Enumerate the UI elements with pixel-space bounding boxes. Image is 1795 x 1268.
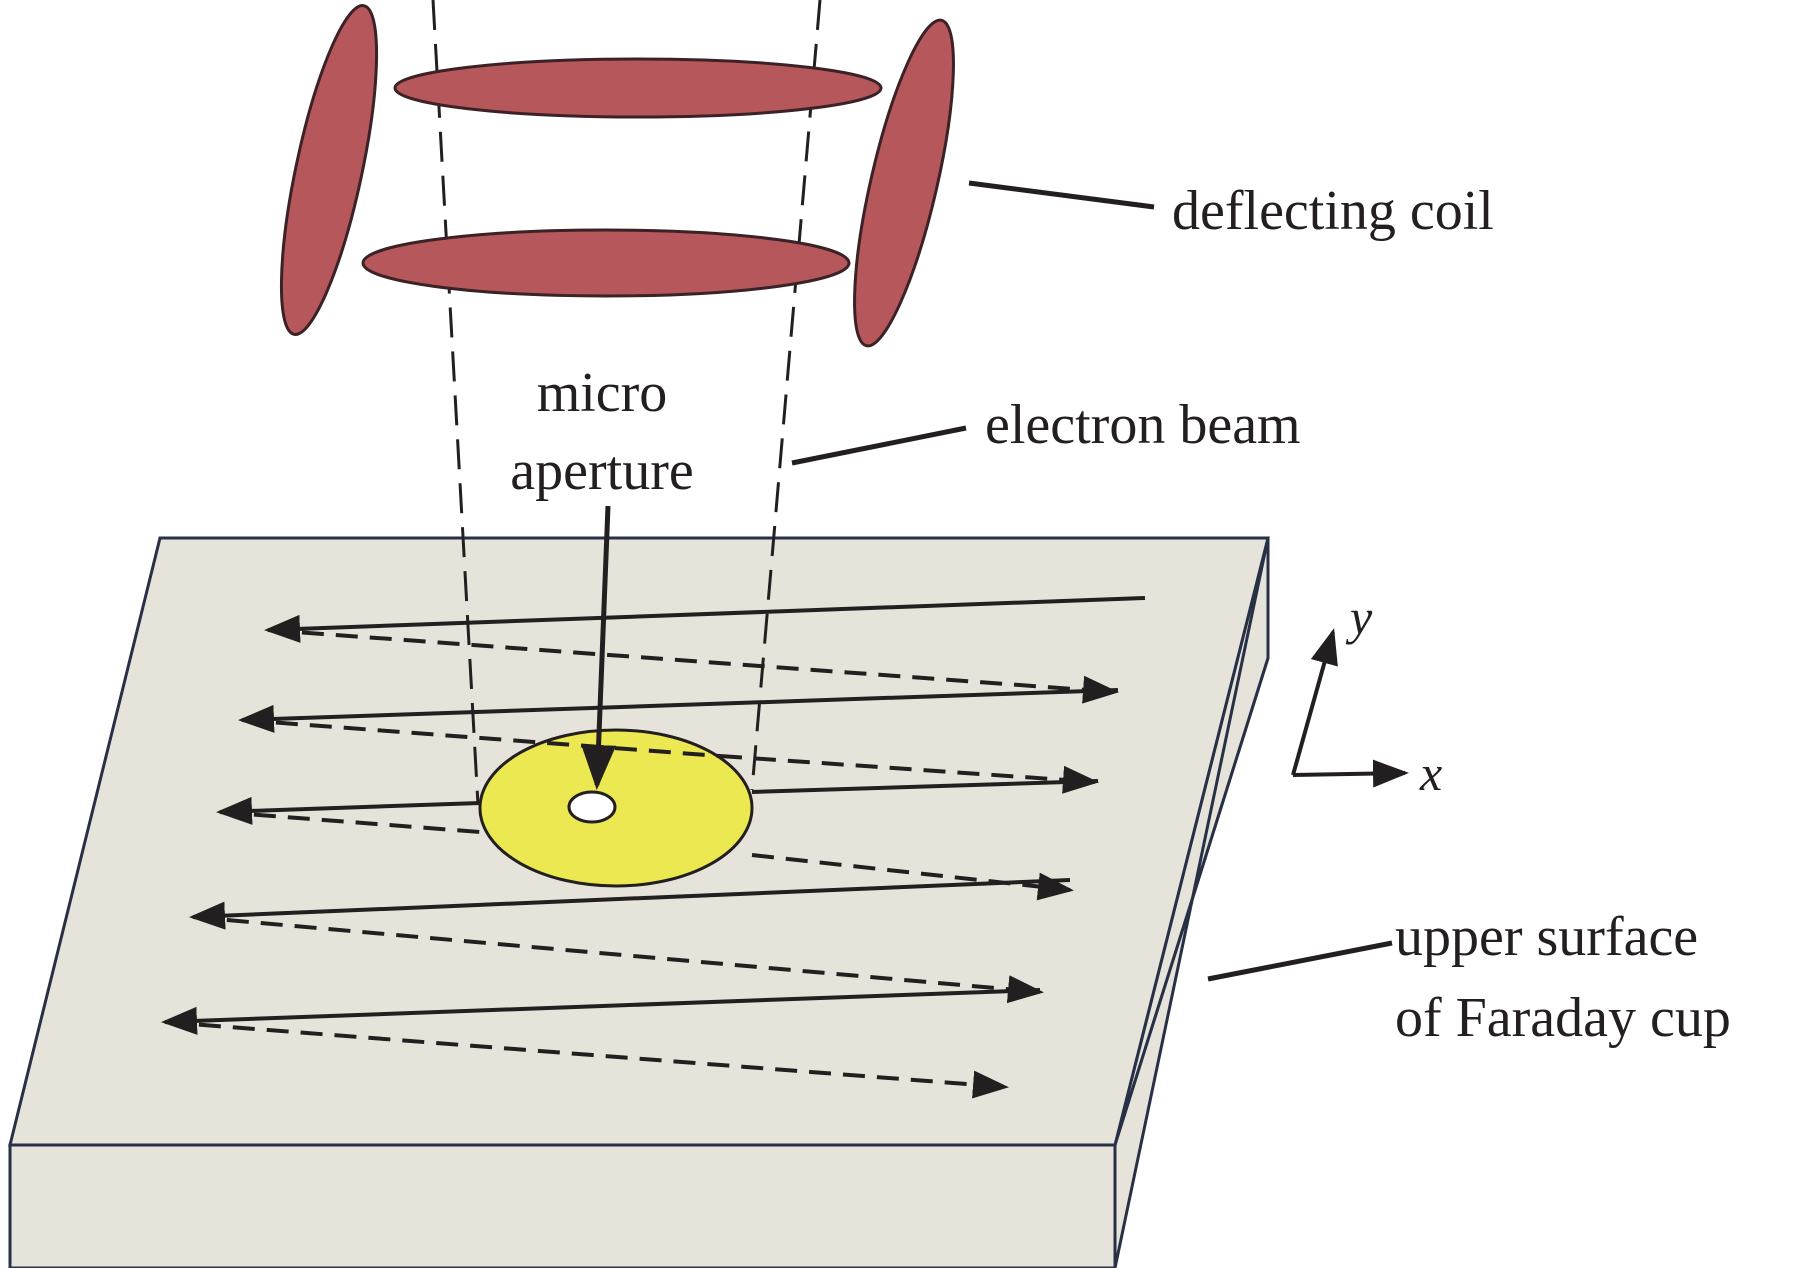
micro-aperture-hole (567, 790, 617, 824)
scan-pass-solid (216, 796, 481, 825)
beam-edge-right (750, 0, 822, 791)
y-axis-arrow (1291, 628, 1338, 776)
scan-return-dashed (241, 718, 721, 758)
scan-return-dashed (719, 754, 1099, 794)
scan-return-dashed (219, 810, 481, 834)
scan-pass-solid (189, 878, 1071, 930)
scan-return-dashed (164, 1020, 1009, 1099)
label-deflecting-coil: deflecting coil (1172, 180, 1494, 242)
scan-pass-solid (264, 596, 1146, 643)
axes-indicator (1291, 628, 1409, 788)
scan-pass-solid (161, 988, 1041, 1035)
leader-faraday-cup (1207, 940, 1393, 982)
scan-return-dashed (192, 915, 1044, 1004)
coil-right-vertical (853, 18, 955, 348)
scan-pass-solid (238, 688, 1119, 733)
x-axis-label: x (1419, 745, 1442, 801)
leader-electron-beam (791, 425, 967, 466)
plate-front-face (8, 1143, 1117, 1268)
coil-bottom-horizontal (361, 228, 851, 298)
leader-deflecting-coil (968, 180, 1155, 210)
scan-return-dashed (267, 628, 1119, 704)
scan-return-dashed (751, 853, 1074, 901)
label-faraday-line1: upper surface (1395, 906, 1698, 968)
label-faraday-line2: of Faraday cup (1395, 987, 1731, 1049)
coil-top-horizontal (393, 57, 883, 119)
leader-micro-aperture (581, 505, 617, 790)
scan-pass-solid (751, 779, 1099, 794)
x-axis-arrow (1292, 759, 1409, 788)
raster-scan-pattern (161, 596, 1146, 1099)
leader-lines (581, 180, 1393, 982)
label-electron-beam: electron beam (985, 394, 1301, 456)
y-axis-label: y (1345, 589, 1373, 645)
coil-left-vertical (279, 4, 379, 336)
label-micro-aperture-line1: micro (537, 362, 668, 424)
electron-beam (431, 0, 822, 806)
deflecting-coils (279, 4, 955, 348)
label-micro-aperture-line2: aperture (510, 440, 693, 502)
beam-edge-left (431, 0, 480, 806)
faraday-cup-plate (8, 536, 1270, 1268)
